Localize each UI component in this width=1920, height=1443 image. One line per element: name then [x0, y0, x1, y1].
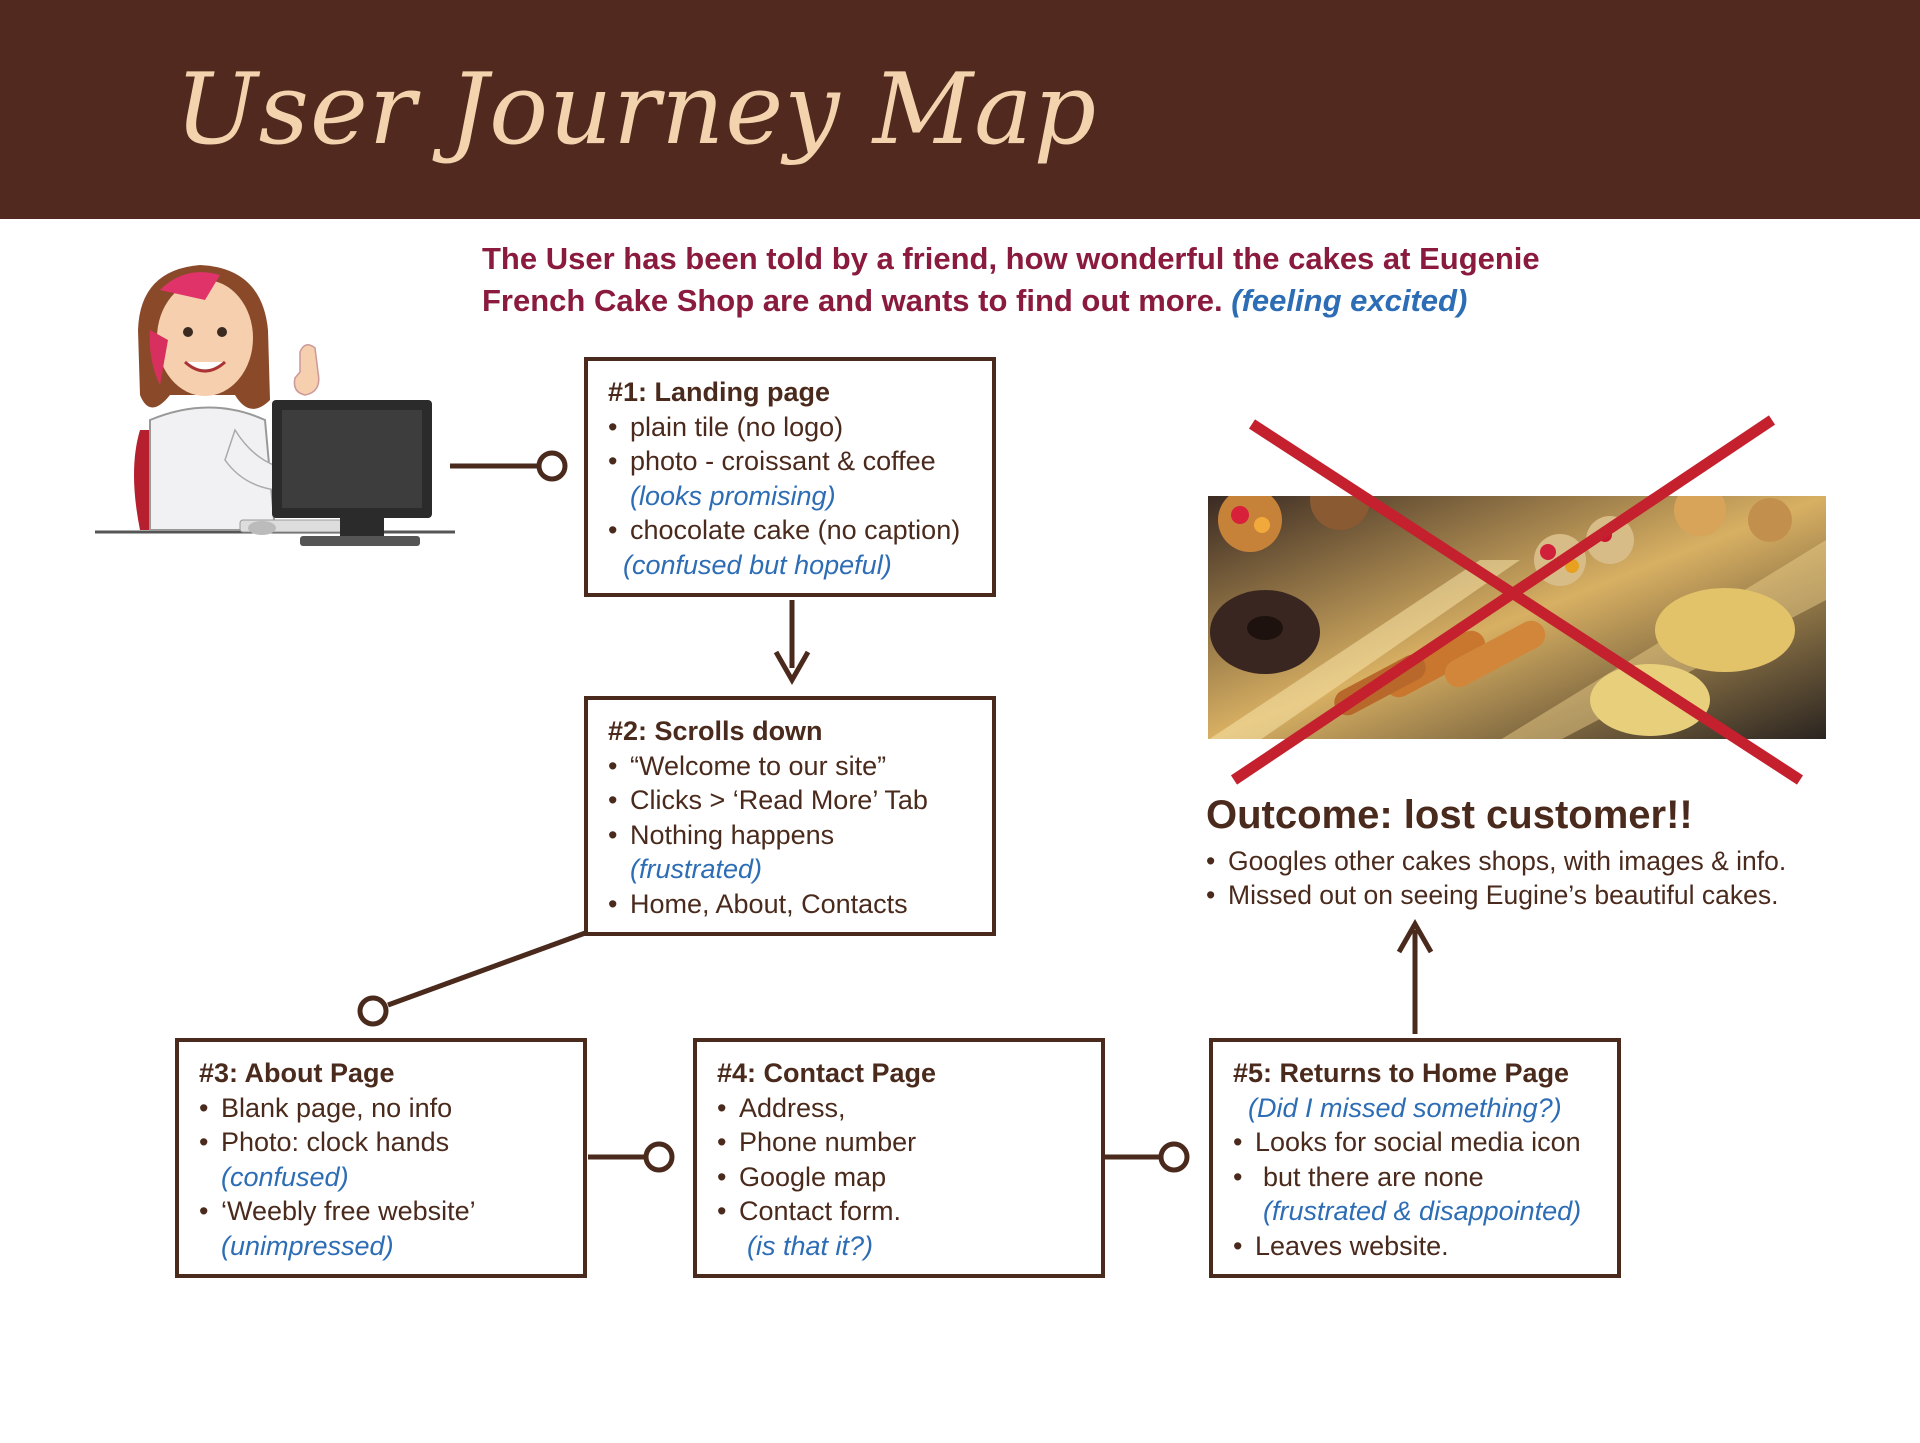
step-title: #1: Landing page: [608, 377, 831, 407]
step-items: Address, Phone number Google map Contact…: [717, 1091, 1081, 1264]
step-item: Photo: clock hands: [199, 1125, 563, 1160]
step-box-2: #2: Scrolls down “Welcome to our site” C…: [584, 696, 996, 936]
arrow-step1-to-step2: [773, 600, 811, 686]
step-title: #4: Contact Page: [717, 1058, 937, 1088]
step-box-4: #4: Contact Page Address, Phone number G…: [693, 1038, 1105, 1278]
step-title: #5: Returns to Home Page: [1233, 1058, 1570, 1088]
step-item: chocolate cake (no caption): [608, 513, 972, 548]
step-item: “Welcome to our site”: [608, 749, 972, 784]
connector-step3-to-step4: [588, 1141, 675, 1173]
step-item: Blank page, no info: [199, 1091, 563, 1126]
outcome-items: Googles other cakes shops, with images &…: [1206, 844, 1886, 912]
step-item: Looks for social media icon: [1233, 1125, 1597, 1160]
step-title: #2: Scrolls down: [608, 716, 823, 746]
step-item: Phone number: [717, 1125, 1081, 1160]
step-note: (confused): [221, 1161, 349, 1192]
red-cross-mark: [1230, 415, 1803, 785]
step-item: Google map: [717, 1160, 1081, 1195]
step-note: (Did I missed something?): [1248, 1092, 1562, 1123]
step-note: (is that it?): [747, 1230, 874, 1261]
step-note: (unimpressed): [221, 1230, 394, 1261]
step-item: ‘Weebly free website’: [199, 1194, 563, 1229]
outcome-section: Outcome: lost customer!! Googles other c…: [1206, 790, 1886, 912]
step-items: (Did I missed something?) Looks for soci…: [1233, 1091, 1597, 1264]
user-at-computer-illustration: [95, 265, 455, 546]
step-item: Contact form.: [717, 1194, 1081, 1229]
step-items: “Welcome to our site” Clicks > ‘Read Mor…: [608, 749, 972, 922]
step-item: Leaves website.: [1233, 1229, 1597, 1264]
step-note: (frustrated): [630, 854, 763, 884]
arrow-step5-to-outcome: [1396, 918, 1434, 1034]
connector-step2-to-step3: [357, 929, 589, 1027]
step-item: photo - croissant & coffee: [608, 444, 972, 479]
intro-feeling: (feeling excited): [1231, 283, 1468, 318]
connector-user-to-step1: [450, 450, 568, 482]
step-note: (confused but hopeful): [623, 549, 892, 580]
intro-text: The User has been told by a friend, how …: [482, 238, 1622, 322]
step-item: Address,: [717, 1091, 1081, 1126]
cake-display-photo: [1208, 496, 1826, 739]
step-note: (looks promising): [630, 480, 836, 511]
connector-step4-to-step5: [1105, 1141, 1190, 1173]
step-box-5: #5: Returns to Home Page (Did I missed s…: [1209, 1038, 1621, 1278]
step-title: #3: About Page: [199, 1058, 395, 1088]
step-items: Blank page, no info Photo: clock hands (…: [199, 1091, 563, 1264]
page-title: User Journey Map: [175, 53, 1098, 167]
step-item: Home, About, Contacts: [608, 887, 972, 922]
step-note: (frustrated & disappointed): [1263, 1196, 1582, 1226]
header-band: [0, 0, 1920, 219]
step-items: plain tile (no logo) photo - croissant &…: [608, 410, 972, 583]
outcome-item: Missed out on seeing Eugine’s beautiful …: [1206, 878, 1886, 912]
step-item: Clicks > ‘Read More’ Tab: [608, 783, 972, 818]
step-item: but there are none: [1233, 1160, 1597, 1195]
step-box-1: #1: Landing page plain tile (no logo) ph…: [584, 357, 996, 597]
step-item: plain tile (no logo): [608, 410, 972, 445]
intro-statement: The User has been told by a friend, how …: [482, 241, 1540, 318]
step-item: Nothing happens: [608, 818, 972, 853]
outcome-item: Googles other cakes shops, with images &…: [1206, 844, 1886, 878]
outcome-title: Outcome: lost customer!!: [1206, 793, 1693, 837]
step-box-3: #3: About Page Blank page, no info Photo…: [175, 1038, 587, 1278]
